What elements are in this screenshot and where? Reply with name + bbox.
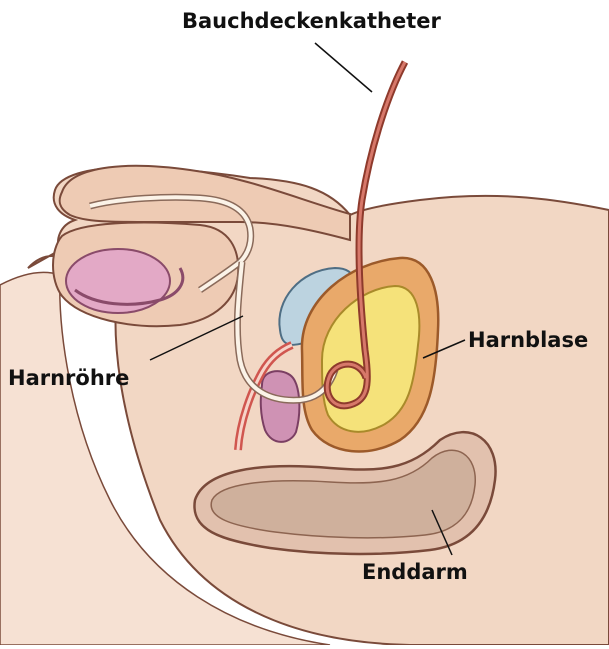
label-rectum: Enddarm [362,562,468,583]
leader-line-catheter [315,43,372,92]
label-urethra: Harnröhre [8,368,129,389]
label-bladder: Harnblase [468,330,588,351]
label-catheter: Bauchdeckenkatheter [182,11,441,32]
prostate [261,371,300,442]
